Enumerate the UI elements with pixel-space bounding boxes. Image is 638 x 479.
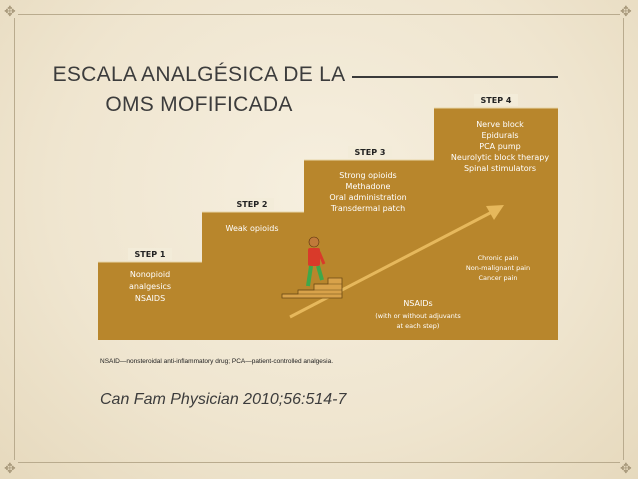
- pain-type: Cancer pain: [479, 274, 518, 282]
- frame-right-line: [623, 18, 624, 460]
- step-1-item: Nonopioid: [130, 270, 170, 279]
- step-4-item: Neurolytic block therapy: [451, 153, 549, 162]
- figure-leg: [306, 265, 313, 287]
- progress-arrow-head: [486, 205, 504, 220]
- nsaids-note: (with or without adjuvants: [375, 312, 461, 320]
- step-4-label: STEP 4: [481, 96, 512, 105]
- climbing-figure-illustration: [281, 236, 343, 299]
- figure-shirt: [308, 248, 320, 266]
- step-3-item: Transdermal patch: [330, 204, 405, 213]
- figure-head: [308, 236, 320, 248]
- step-label-box: [128, 248, 172, 260]
- step-label-box: [230, 198, 274, 210]
- nsaids-label: NSAIDs: [403, 299, 432, 308]
- staircase-shape: [98, 108, 558, 340]
- slide-title: ESCALA ANALGÉSICA DE LA OMS MOFIFICADA: [34, 60, 364, 120]
- step-3-item: Strong opioids: [339, 171, 396, 180]
- step-label-box: [474, 94, 518, 106]
- step-1-label: STEP 1: [135, 250, 166, 259]
- frame-bottom-line: [18, 462, 620, 463]
- title-line-1: ESCALA ANALGÉSICA DE LA: [52, 63, 346, 86]
- step-label-box: [348, 146, 392, 158]
- step-3-item: Oral administration: [329, 193, 406, 202]
- title-line-2: OMS MOFIFICADA: [105, 93, 293, 116]
- citation-text: Can Fam Physician 2010;56:514-7: [100, 391, 347, 408]
- frame-left-line: [14, 18, 15, 460]
- nsaids-note: at each step): [397, 322, 440, 330]
- step-4-item: Epidurals: [481, 131, 518, 140]
- step-2-label: STEP 2: [237, 200, 268, 209]
- corner-ornament-icon: ✥: [620, 3, 632, 19]
- step-4-item: PCA pump: [479, 142, 520, 151]
- pain-type: Non-malignant pain: [466, 264, 530, 272]
- analgesic-ladder-diagram: STEP 1 STEP 2 STEP 3 STEP 4 Nonopioid an…: [98, 76, 558, 340]
- figure-leg: [316, 265, 324, 281]
- step-2-item: Weak opioids: [226, 224, 279, 233]
- corner-ornament-icon: ✥: [4, 460, 16, 476]
- step-3-label: STEP 3: [355, 148, 386, 157]
- pain-type: Chronic pain: [478, 254, 519, 262]
- corner-ornament-icon: ✥: [4, 3, 16, 19]
- step-1-item: NSAIDS: [135, 294, 165, 303]
- step-3-item: Methadone: [346, 182, 391, 191]
- step-4-item: Nerve block: [476, 120, 524, 129]
- abbreviation-footnote: NSAID—nonsteroidal anti-inflammatory dru…: [100, 358, 334, 365]
- figure-arm: [317, 251, 326, 265]
- corner-ornament-icon: ✥: [620, 460, 632, 476]
- step-1-item: analgesics: [129, 282, 171, 291]
- frame-top-line: [18, 14, 620, 15]
- step-4-item: Spinal stimulators: [464, 164, 536, 173]
- progress-arrow-line: [289, 210, 493, 319]
